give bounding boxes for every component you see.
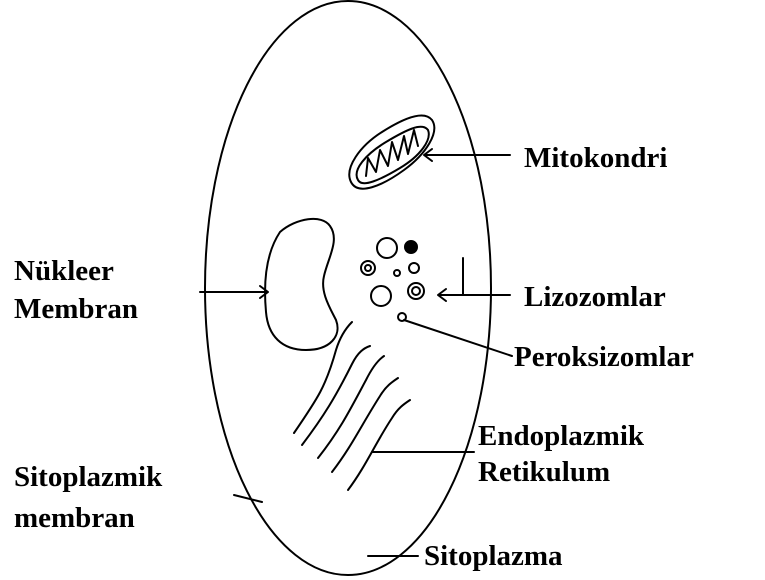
label-sitoplazma: Sitoplazma — [424, 540, 563, 573]
label-peroksizomlar: Peroksizomlar — [514, 341, 694, 374]
label-mitokondri: Mitokondri — [524, 142, 667, 175]
label-endoplazmik: Endoplazmik — [478, 420, 644, 453]
mitochondrion — [349, 116, 434, 189]
leader-lines — [200, 149, 512, 556]
label-lizozomlar: Lizozomlar — [524, 281, 666, 314]
label-sitoplazmik: Sitoplazmik — [14, 461, 162, 494]
nucleus — [265, 219, 337, 350]
label-retikulum: Retikulum — [478, 456, 610, 489]
label-nukleer: Nükleer — [14, 255, 114, 288]
label-sitoplazmik-membran: membran — [14, 502, 135, 535]
endoplasmic-reticulum — [294, 322, 410, 490]
vesicle-cluster — [361, 238, 424, 321]
label-membran: Membran — [14, 293, 138, 326]
